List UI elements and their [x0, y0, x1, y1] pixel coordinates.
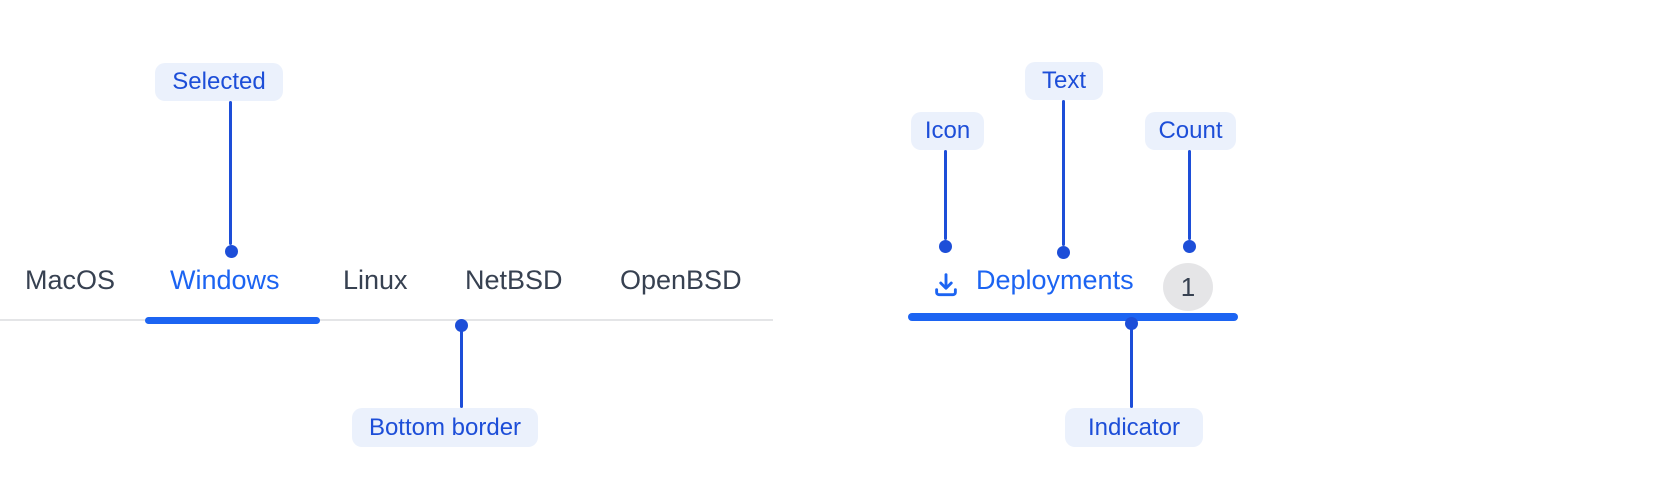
tab-windows[interactable]: Windows: [170, 265, 280, 295]
selected-tab-underline: [145, 317, 320, 324]
annotation-connector-bottom-border: [460, 330, 463, 408]
tab-count-badge: 1: [1163, 263, 1213, 311]
annotation-connector-text: [1062, 100, 1065, 246]
annotation-connector-selected: [229, 101, 232, 245]
annotation-indicator-label: Indicator: [1065, 408, 1203, 447]
annotation-dot-icon: [939, 240, 952, 253]
annotation-dot-count: [1183, 240, 1196, 253]
annotation-text-label: Text: [1025, 62, 1103, 100]
annotation-icon-label: Icon: [911, 112, 984, 150]
tab-deployments[interactable]: Deployments: [976, 265, 1134, 295]
annotation-dot-bottom-border: [455, 319, 468, 332]
annotation-dot-selected: [225, 245, 238, 258]
annotation-connector-indicator: [1130, 325, 1133, 408]
tab-openbsd[interactable]: OpenBSD: [620, 265, 742, 295]
annotation-bottom-border-label: Bottom border: [352, 408, 538, 447]
tab-bar-bottom-border: [0, 319, 773, 321]
annotation-dot-indicator: [1125, 317, 1138, 330]
tab-linux[interactable]: Linux: [343, 265, 408, 295]
annotation-count-label: Count: [1145, 112, 1236, 150]
tab-macos[interactable]: MacOS: [25, 265, 116, 295]
download-icon: [931, 269, 961, 299]
tab-indicator: [908, 313, 1238, 321]
annotation-selected-label: Selected: [155, 63, 283, 101]
tab-netbsd[interactable]: NetBSD: [465, 265, 563, 295]
annotation-connector-icon: [944, 150, 947, 240]
annotation-dot-text: [1057, 246, 1070, 259]
annotation-connector-count: [1188, 150, 1191, 240]
